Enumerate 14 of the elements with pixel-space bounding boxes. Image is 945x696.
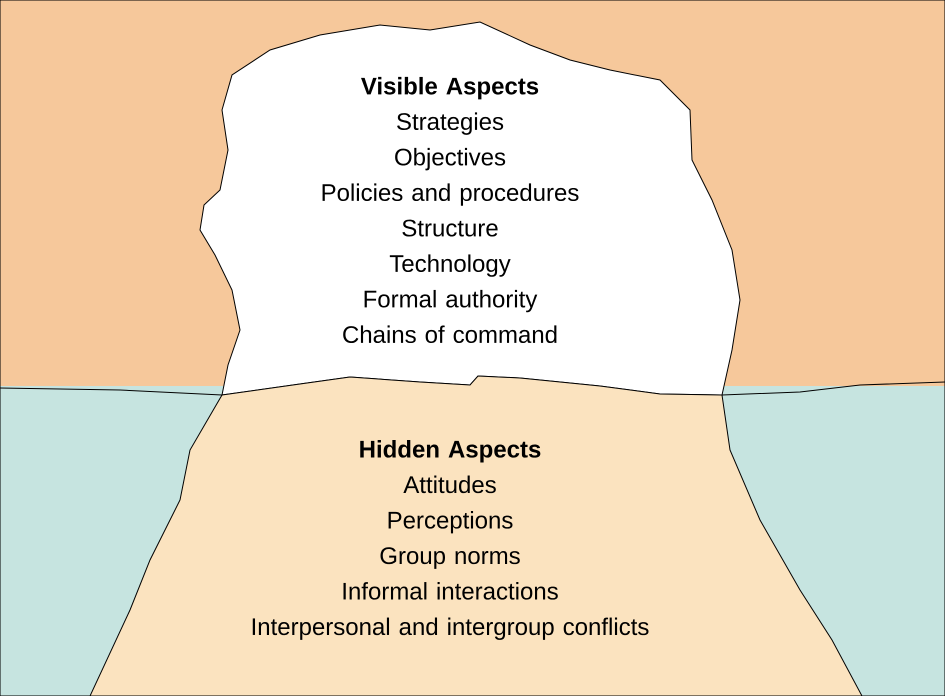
list-item: Attitudes [403, 476, 496, 494]
list-item: Chains of command [343, 325, 556, 344]
list-item: Formal authority [364, 290, 538, 312]
list-item: Interpersonal and intergroup conflicts [252, 618, 648, 640]
list-item: Strategies [397, 112, 504, 135]
list-item: Objectives [395, 148, 506, 170]
list-item: Structure [402, 220, 498, 237]
list-item: Perceptions [388, 511, 512, 534]
list-item: Group norms [380, 547, 520, 569]
heading: Visible Aspects [361, 76, 538, 100]
heading: Hidden Aspects [360, 440, 540, 462]
list-item: Technology [390, 254, 511, 277]
list-item: Informal interactions [344, 582, 558, 600]
list-item: Policies and procedures [322, 183, 578, 206]
